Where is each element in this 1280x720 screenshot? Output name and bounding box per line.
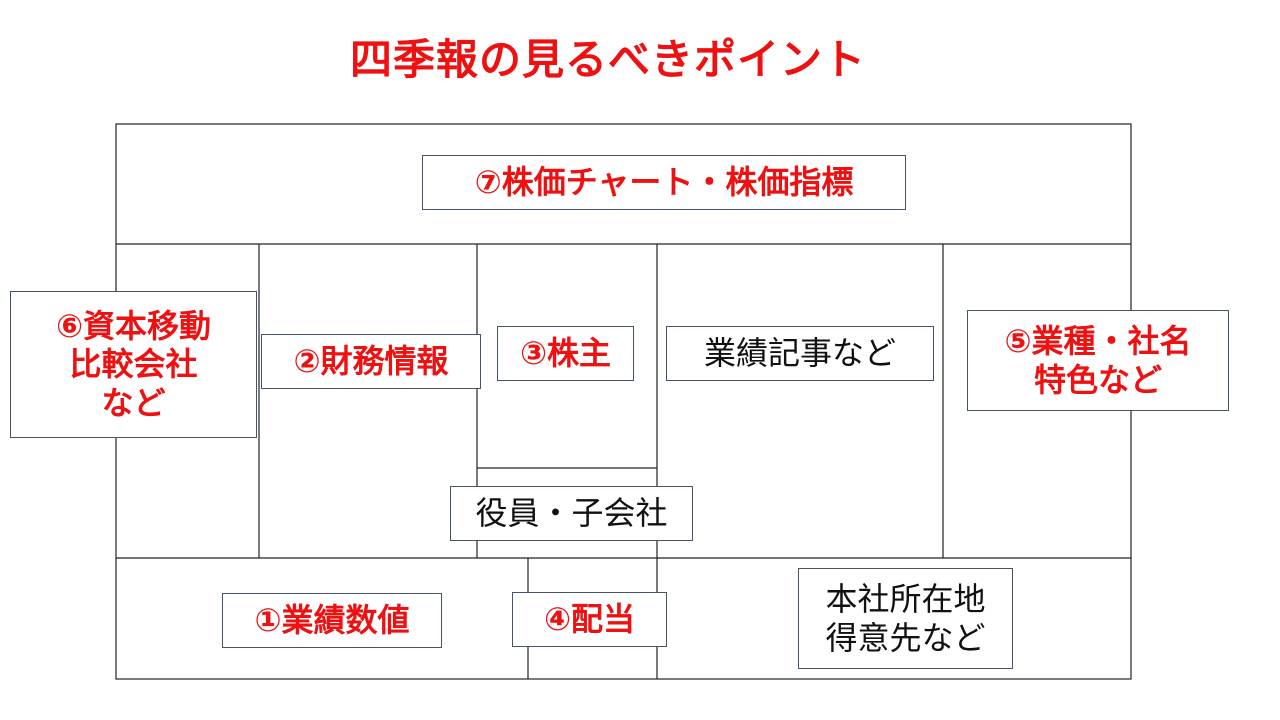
dividends-label: ④配当 — [512, 592, 667, 647]
performance-figures-label: ①業績数値 — [222, 593, 442, 648]
industry-company-label: ⑤業種・社名 特色など — [967, 310, 1229, 411]
head-office-label: 本社所在地 得意先など — [798, 568, 1013, 669]
business-articles-label: 業績記事など — [666, 326, 934, 381]
shareholders-label: ③株主 — [497, 326, 634, 381]
financial-info-label: ②財務情報 — [261, 334, 481, 389]
stock-chart-label: ⑦株価チャート・株価指標 — [422, 155, 906, 210]
officers-subsidiaries-label: 役員・子会社 — [450, 486, 693, 541]
page-title: 四季報の見るべきポイント — [349, 35, 866, 84]
capital-changes-label: ⑥資本移動 比較会社 など — [10, 291, 257, 438]
